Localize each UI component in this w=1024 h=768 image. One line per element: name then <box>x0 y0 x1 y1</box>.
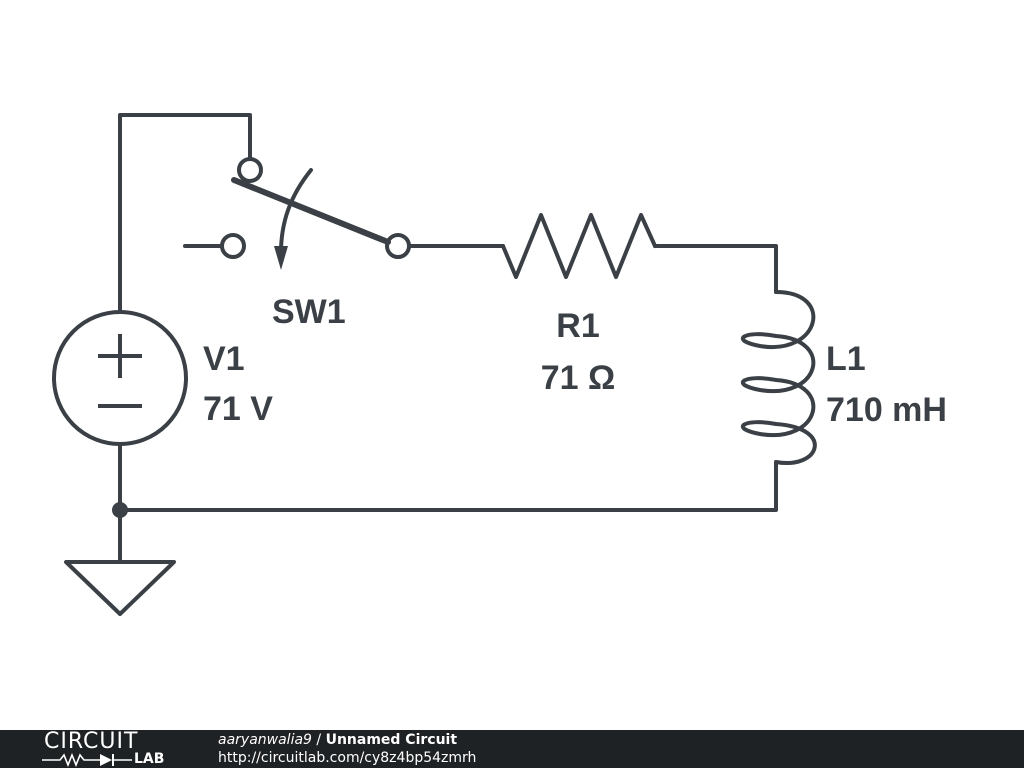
switch-open-terminal <box>220 233 246 259</box>
author-link[interactable]: aaryanwalia9 <box>218 732 312 748</box>
footer-info: aaryanwalia9 / Unnamed Circuit http://ci… <box>218 731 476 767</box>
switch-action-arc <box>278 168 313 260</box>
circuitlab-logo[interactable]: CIRCUIT LAB <box>40 730 180 768</box>
wire-inductor-to-ground <box>118 460 778 512</box>
ground-icon[interactable] <box>64 560 176 616</box>
logo-text-circuit: CIRCUIT <box>44 729 139 754</box>
resistor-value: 71 Ω <box>541 359 616 397</box>
logo-text-lab: LAB <box>134 751 165 767</box>
schematic-canvas: SW1 R1 71 Ω V1 71 V L1 710 mH <box>52 113 947 616</box>
wire-source-to-switch <box>118 113 252 312</box>
voltage-source-v1[interactable]: V1 71 V <box>52 310 273 446</box>
inductor-value: 710 mH <box>826 391 947 429</box>
wire-resistor-to-inductor <box>653 244 778 294</box>
inductor-coil <box>740 290 817 465</box>
title-separator: / <box>311 732 326 748</box>
source-name: V1 <box>203 340 245 378</box>
inductor-name: L1 <box>826 340 866 378</box>
resistor-name: R1 <box>556 307 599 345</box>
footer-bar: CIRCUIT LAB aaryanwalia9 / Unnamed Circu… <box>0 730 1024 768</box>
circuit-url[interactable]: http://circuitlab.com/cy8z4bp54zmrh <box>218 750 477 766</box>
junction-node <box>112 502 128 518</box>
source-value: 71 V <box>203 390 273 428</box>
inductor-l1[interactable]: L1 710 mH <box>740 290 947 465</box>
switch-common-terminal <box>237 157 263 183</box>
switch-sw1[interactable]: SW1 <box>220 157 411 331</box>
switch-closed-terminal <box>385 233 411 259</box>
circuit-title[interactable]: Unnamed Circuit <box>325 732 458 748</box>
circuit-schematic: SW1 R1 71 Ω V1 71 V L1 710 mH <box>52 113 947 616</box>
switch-label: SW1 <box>272 293 346 331</box>
wires <box>118 113 778 577</box>
resistor-r1[interactable]: R1 71 Ω <box>501 213 657 397</box>
logo-resistor-diode-icon <box>42 752 132 768</box>
switch-action-arrow-icon <box>274 246 288 270</box>
switch-blade <box>231 177 391 245</box>
footer-title-line: aaryanwalia9 / Unnamed Circuit <box>218 731 476 749</box>
resistor-zigzag <box>501 213 657 279</box>
